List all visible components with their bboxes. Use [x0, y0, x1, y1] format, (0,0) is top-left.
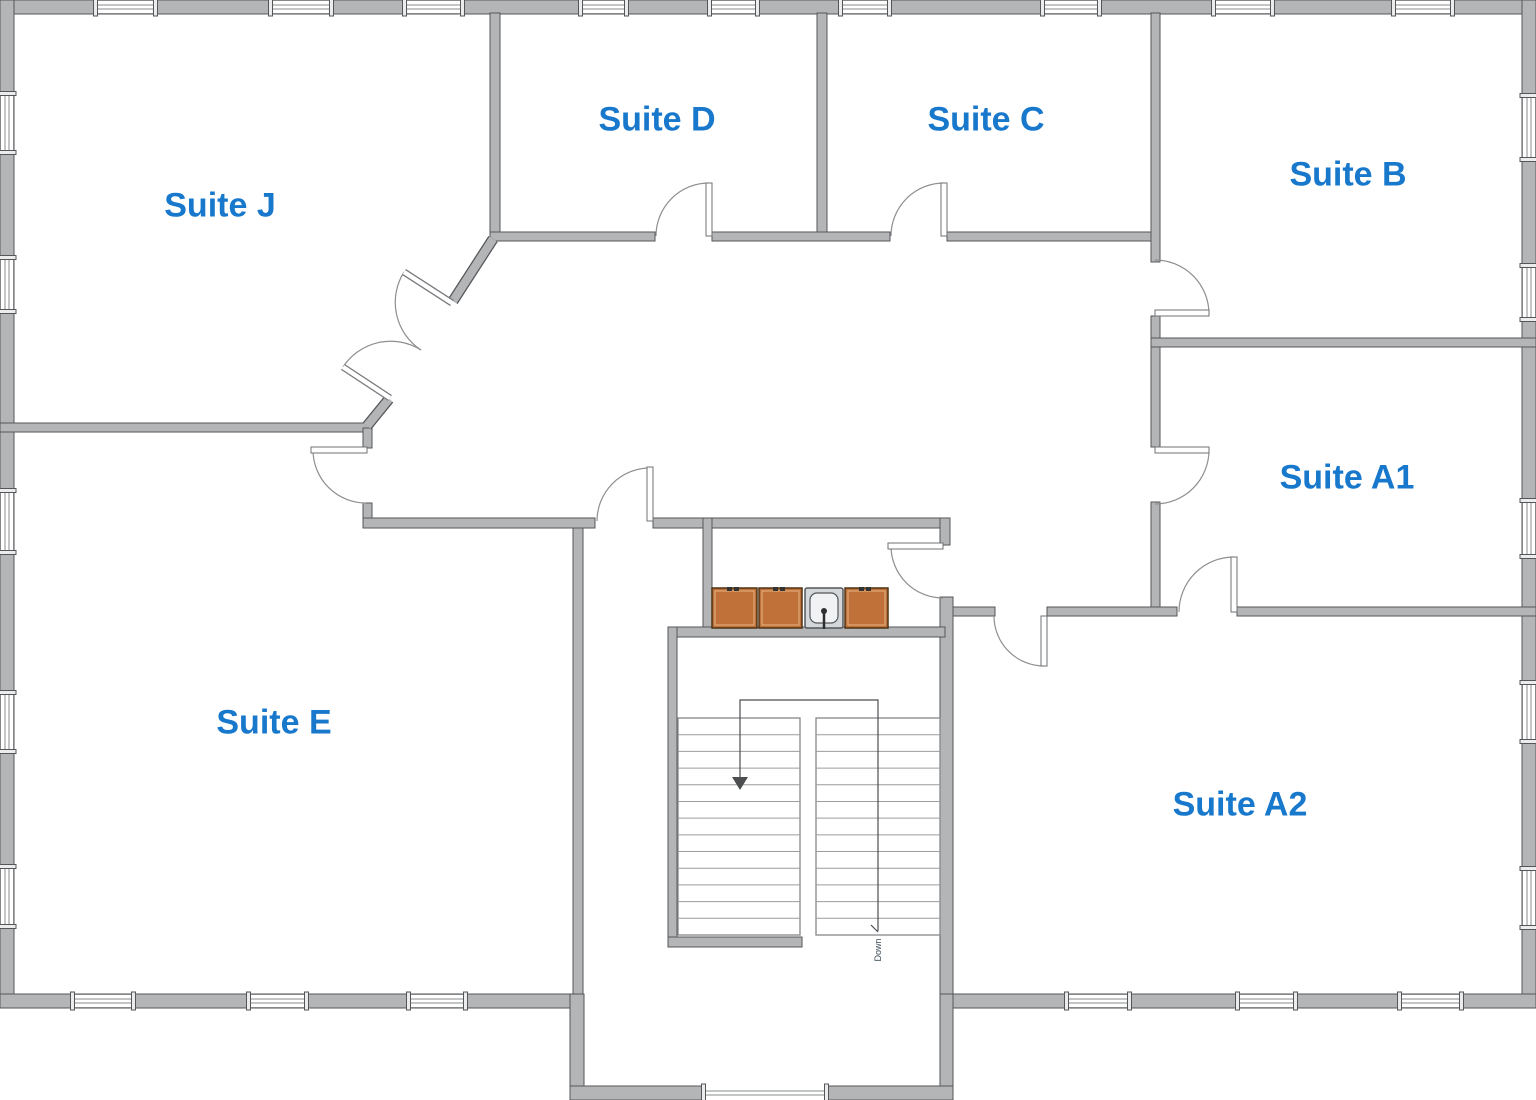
door-lobby-south [596, 466, 654, 522]
window [402, 0, 465, 17]
kitchen-cabinet-2 [758, 587, 803, 629]
wall-lobby-bottom-1 [362, 517, 596, 529]
window [838, 0, 892, 17]
room-label-suite-a1: Suite A1 [1279, 458, 1415, 497]
window [1040, 0, 1102, 17]
stairwell [677, 699, 941, 936]
window [93, 0, 158, 17]
room-label-suite-d: Suite D [598, 100, 716, 139]
wall-dc-bottom-3 [946, 231, 1161, 242]
stair-direction-tick [870, 924, 879, 933]
kitchen-cabinet-3 [844, 587, 889, 629]
wall-kitchen-right-lower [939, 596, 954, 995]
window [1519, 866, 1536, 930]
door-suite-d [655, 182, 713, 237]
stair-direction-line [739, 699, 879, 931]
wall-stair-left [667, 626, 678, 948]
room-label-suite-j: Suite J [164, 186, 276, 225]
window [1397, 991, 1464, 1011]
wall-j-e [0, 422, 373, 433]
door-suite-a1-west [1154, 446, 1210, 505]
kitchen-cabinet-1 [711, 587, 758, 629]
vestibule-right-wall [939, 993, 954, 1100]
window [1211, 0, 1275, 17]
window [1519, 498, 1536, 559]
door-suite-a1-south [1178, 556, 1238, 613]
wall-east-3 [1150, 501, 1161, 617]
room-label-suite-b: Suite B [1289, 155, 1407, 194]
interior-walls [0, 12, 1536, 995]
window [1519, 263, 1536, 322]
top-wall [0, 0, 1536, 15]
wall-dc-bottom-1 [489, 231, 656, 242]
door-kitchenette [887, 542, 944, 599]
wall-e-corridor [572, 527, 584, 995]
double-door-lobby [341, 269, 454, 401]
door-suite-b [1154, 259, 1210, 317]
window [0, 690, 17, 754]
wall-dc-bottom-2 [711, 231, 891, 242]
kitchenette-counter [711, 587, 889, 629]
window [0, 864, 17, 929]
wall-d-c [816, 12, 828, 237]
window [0, 488, 17, 555]
wall-lobby-bottom-2 [652, 517, 951, 529]
door-suite-a2 [993, 615, 1048, 667]
room-label-suite-c: Suite C [927, 100, 1045, 139]
vestibule-bottom-wall-right [826, 1085, 954, 1100]
window [701, 1083, 829, 1100]
room-label-suite-a2: Suite A2 [1172, 785, 1308, 824]
window [1391, 0, 1455, 17]
wall-east-1 [1150, 12, 1161, 263]
wall-e-lobby-upper [362, 427, 373, 449]
wall-kitchen-right-upper [939, 517, 951, 546]
vestibule-left-wall [569, 993, 585, 1100]
window [1064, 991, 1132, 1011]
wall-kitchen-left [702, 517, 713, 638]
wall-b-bottom [1150, 337, 1536, 348]
window [1235, 991, 1298, 1011]
window [70, 991, 136, 1011]
wall-a-south-2 [1046, 606, 1178, 617]
room-label-suite-e: Suite E [216, 703, 332, 742]
window [707, 0, 760, 17]
window [268, 0, 334, 17]
window [578, 0, 629, 17]
door-suite-c [890, 182, 948, 237]
window [246, 991, 309, 1011]
window [1519, 680, 1536, 744]
stair-direction-arrowhead [732, 777, 748, 790]
wall-stair-bottom [667, 936, 803, 948]
vestibule-bottom-wall-left [569, 1085, 704, 1100]
window [0, 91, 17, 155]
wall-east-2 [1150, 315, 1161, 448]
stair-down-label: Down [873, 938, 883, 962]
window [0, 255, 17, 314]
door-suite-e [310, 446, 368, 504]
wall-j-d [489, 12, 501, 237]
kitchen-sink [804, 587, 844, 629]
wall-a-south-3 [1236, 606, 1536, 617]
window [406, 991, 468, 1011]
stair-flight-left [677, 717, 801, 936]
window [1519, 93, 1536, 162]
